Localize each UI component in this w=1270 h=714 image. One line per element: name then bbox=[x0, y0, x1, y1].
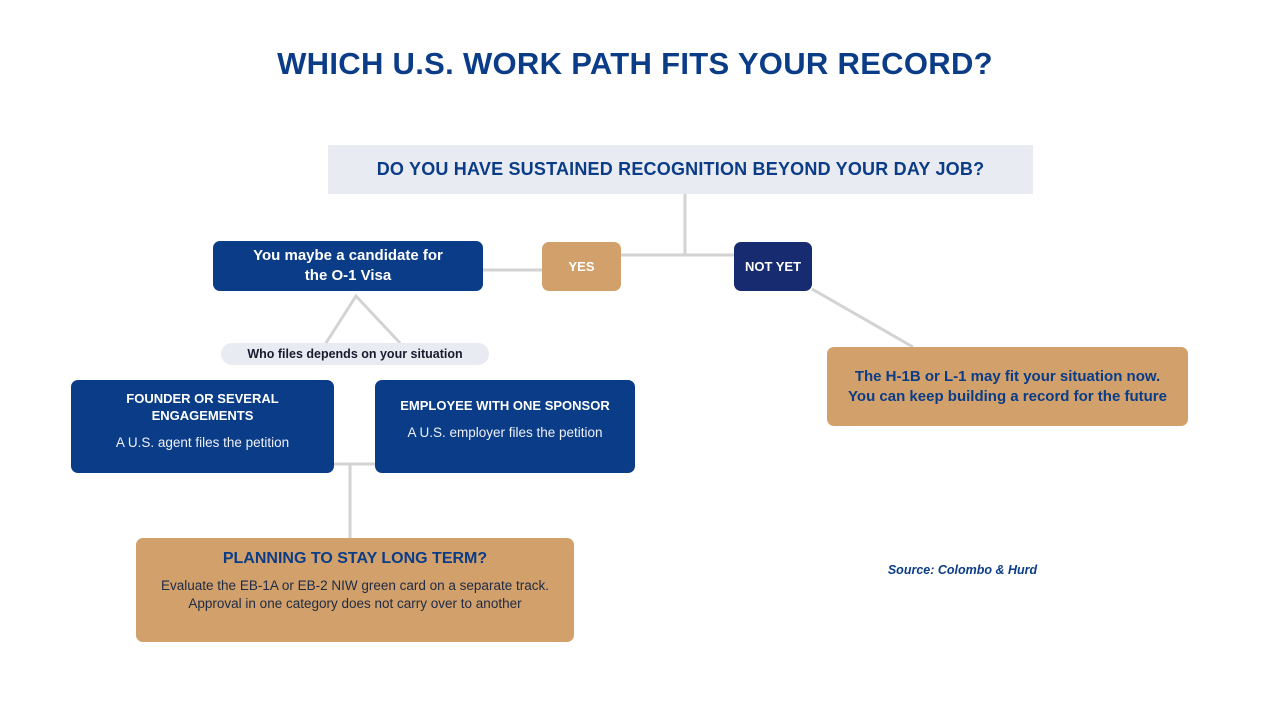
employee-box: EMPLOYEE WITH ONE SPONSOR A U.S. employe… bbox=[375, 380, 635, 473]
o1-line-1: You maybe a candidate for bbox=[253, 247, 443, 264]
founder-head-line-1: FOUNDER OR SEVERAL bbox=[126, 391, 279, 406]
connector-o1-pill bbox=[324, 293, 402, 345]
not-yet-node: NOT YET bbox=[734, 242, 812, 291]
source-credit: Source: Colombo & Hurd bbox=[887, 563, 1038, 577]
question-box: DO YOU HAVE SUSTAINED RECOGNITION BEYOND… bbox=[328, 145, 1033, 194]
employee-head: EMPLOYEE WITH ONE SPONSOR bbox=[400, 398, 610, 413]
h1b-l1-box: The H-1B or L-1 may fit your situation n… bbox=[827, 347, 1188, 426]
long-term-head: PLANNING TO STAY LONG TERM? bbox=[222, 550, 488, 567]
founder-head-line-2: ENGAGEMENTS bbox=[151, 408, 254, 423]
employee-sub: A U.S. employer files the petition bbox=[407, 425, 603, 440]
connector-notyet-h1b bbox=[811, 287, 914, 349]
who-files-pill: Who files depends on your situation bbox=[221, 343, 489, 365]
long-term-body: Evaluate the EB-1A or EB-2 NIW green car… bbox=[161, 578, 549, 611]
founder-sub: A U.S. agent files the petition bbox=[115, 435, 290, 450]
page-title: WHICH U.S. WORK PATH FITS YOUR RECORD? bbox=[277, 46, 993, 81]
o1-line-2: the O-1 Visa bbox=[304, 267, 392, 284]
o1-candidate-box: You maybe a candidate for the O-1 Visa bbox=[213, 241, 483, 291]
yes-node: YES bbox=[542, 242, 621, 291]
founder-box: FOUNDER OR SEVERAL ENGAGEMENTS A U.S. ag… bbox=[71, 380, 334, 473]
long-term-box: PLANNING TO STAY LONG TERM? Evaluate the… bbox=[136, 538, 574, 642]
